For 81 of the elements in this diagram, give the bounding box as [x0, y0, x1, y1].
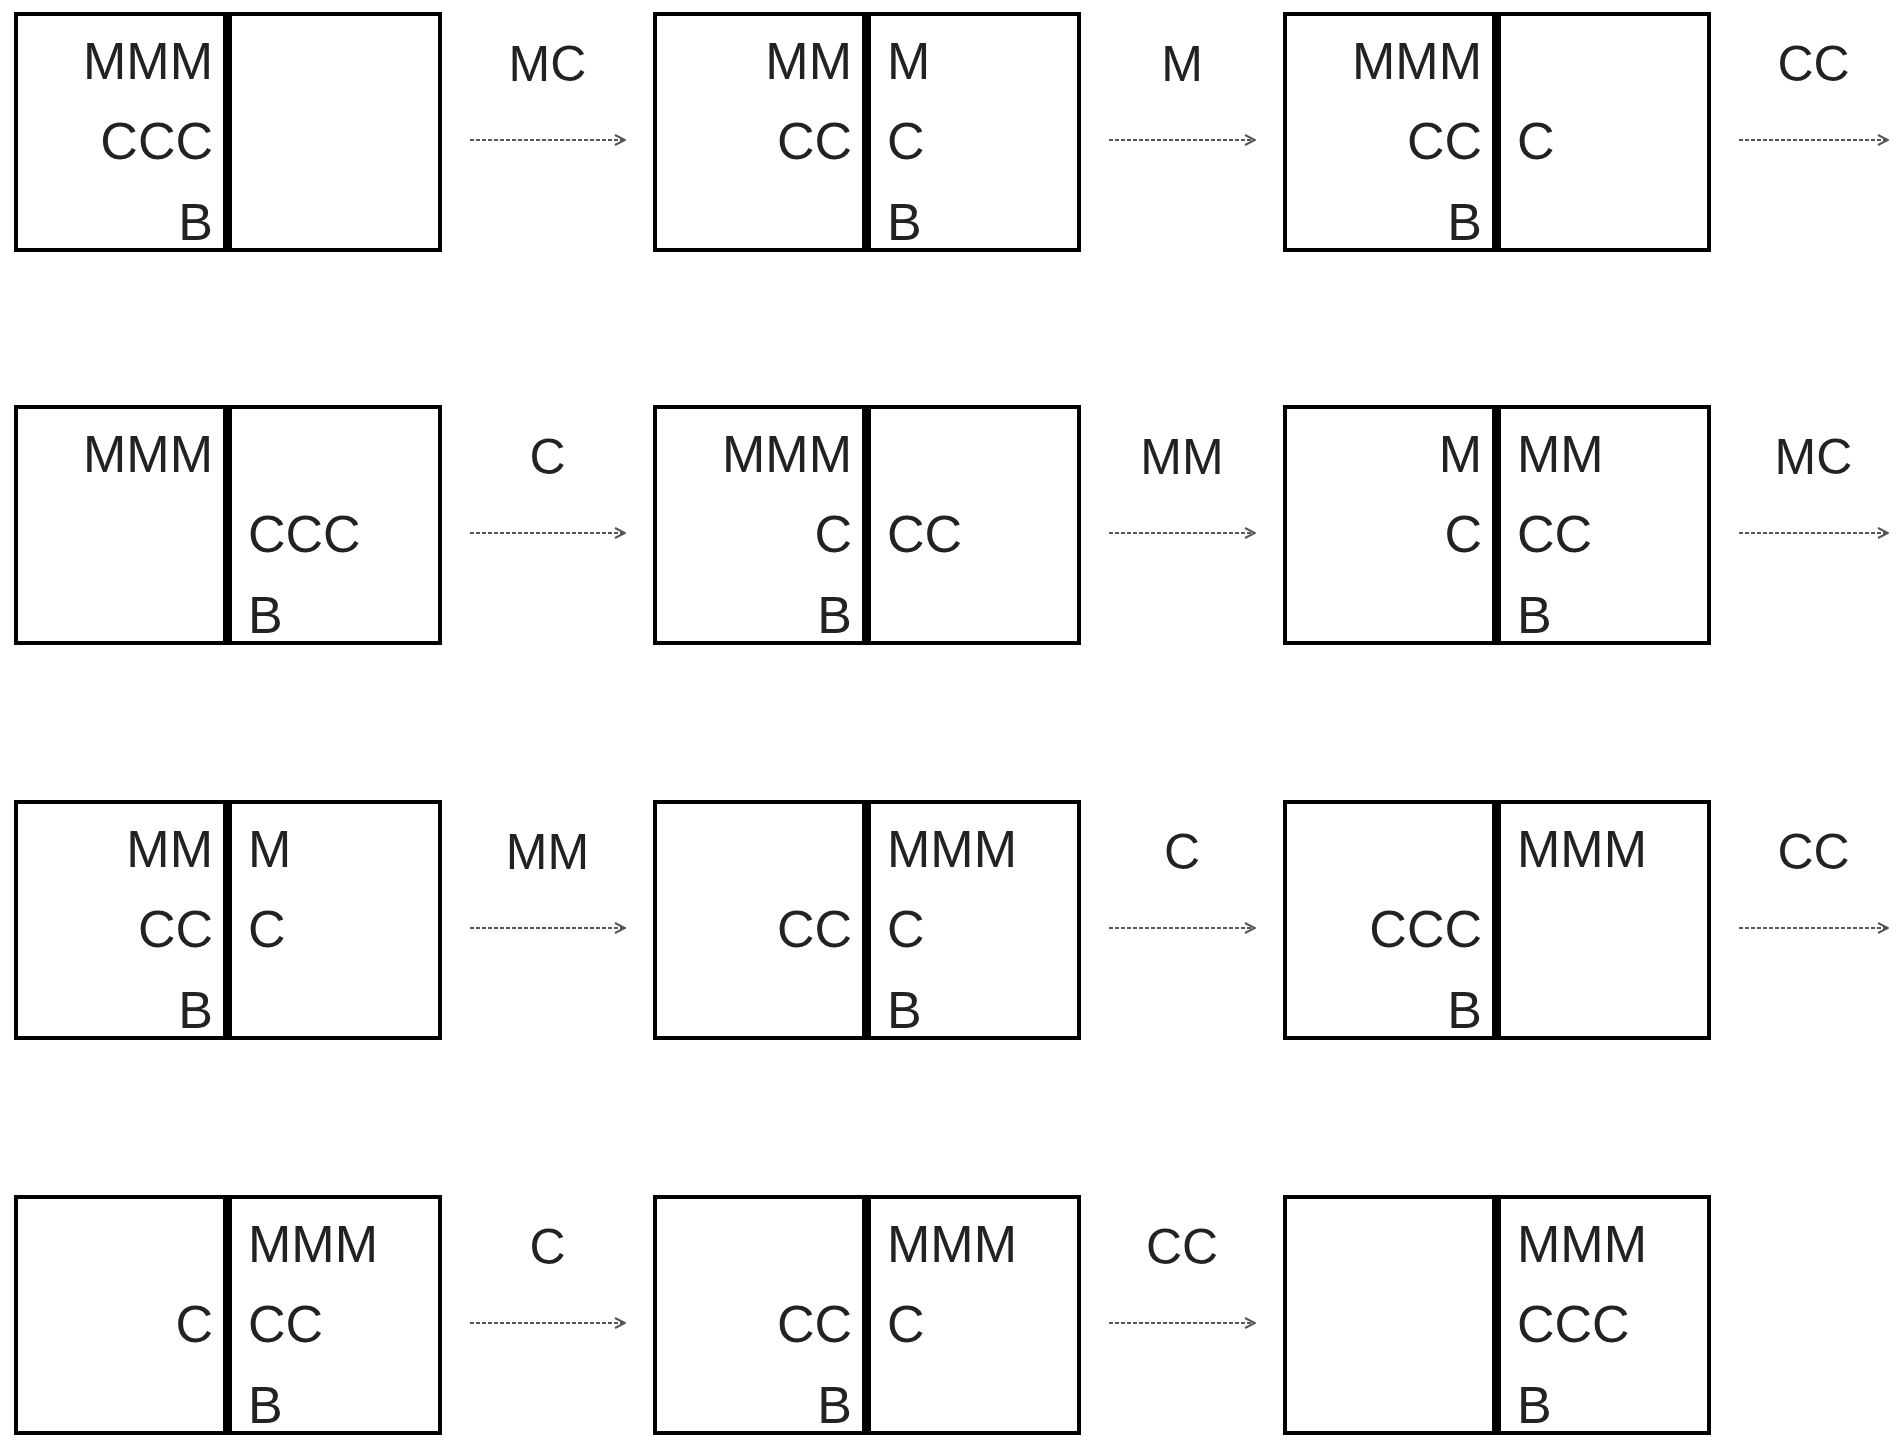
- state-box: [653, 800, 1081, 1040]
- bank-count: CC: [248, 1294, 324, 1354]
- bank-count: C: [1444, 504, 1482, 564]
- bank-count: C: [248, 899, 286, 959]
- bank-count: C: [887, 899, 925, 959]
- edge-label: M: [1161, 36, 1203, 92]
- bank-count: MM: [765, 31, 852, 91]
- arrow: [469, 527, 626, 539]
- arrow: [1108, 134, 1256, 146]
- bank-count: CCC: [248, 504, 361, 564]
- arrow: [1738, 134, 1889, 146]
- bank-count: C: [175, 1294, 213, 1354]
- bank-count: B: [817, 585, 852, 645]
- bank-count: MMM: [1517, 1214, 1647, 1274]
- bank-count: B: [178, 192, 213, 252]
- bank-count: B: [1517, 1375, 1552, 1435]
- bank-count: CC: [776, 111, 852, 171]
- bank-count: MMM: [248, 1214, 378, 1274]
- bank-count: MMM: [83, 31, 213, 91]
- bank-count: MM: [1517, 424, 1604, 484]
- bank-count: MMM: [887, 819, 1017, 879]
- bank-count: B: [887, 192, 922, 252]
- arrow: [469, 1317, 626, 1329]
- state-box: [1283, 12, 1711, 252]
- bank-count: MM: [126, 819, 213, 879]
- bank-count: B: [178, 980, 213, 1040]
- state-box: [653, 405, 1081, 645]
- edge-label: CC: [1145, 1219, 1219, 1275]
- bank-count: CCC: [100, 111, 213, 171]
- bank-count: C: [1517, 111, 1555, 171]
- edge-label: MC: [1774, 429, 1853, 485]
- bank-count: B: [1447, 980, 1482, 1040]
- bank-count: M: [248, 819, 292, 879]
- bank-count: C: [887, 111, 925, 171]
- edge-label: C: [529, 1219, 566, 1275]
- bank-count: CC: [776, 899, 852, 959]
- arrow: [1108, 527, 1256, 539]
- state-box: [14, 800, 442, 1040]
- bank-count: MMM: [1517, 819, 1647, 879]
- arrow: [1108, 922, 1256, 934]
- arrow: [1108, 1317, 1256, 1329]
- edge-label: CC: [1777, 824, 1850, 880]
- edge-label: CC: [1777, 36, 1850, 92]
- bank-count: MMM: [887, 1214, 1017, 1274]
- state-box: [653, 12, 1081, 252]
- bank-count: B: [1447, 192, 1482, 252]
- edge-label: MC: [508, 36, 587, 92]
- bank-count: CCC: [1369, 899, 1482, 959]
- edge-label: MM: [505, 824, 590, 880]
- state-box: [653, 1195, 1081, 1435]
- bank-count: B: [1517, 585, 1552, 645]
- bank-count: B: [817, 1375, 852, 1435]
- bank-count: CC: [887, 504, 963, 564]
- arrow: [1738, 527, 1889, 539]
- bank-count: B: [248, 1375, 283, 1435]
- bank-count: C: [814, 504, 852, 564]
- bank-count: M: [1438, 424, 1482, 484]
- bank-count: M: [887, 31, 931, 91]
- bank-count: CC: [137, 899, 213, 959]
- arrow: [1738, 922, 1889, 934]
- bank-count: CC: [1406, 111, 1482, 171]
- state-box: [1283, 1195, 1711, 1435]
- edge-label: C: [1163, 824, 1201, 880]
- bank-count: MMM: [722, 424, 852, 484]
- state-box: [1283, 405, 1711, 645]
- state-box: [14, 405, 442, 645]
- arrow: [469, 134, 626, 146]
- bank-count: B: [887, 980, 922, 1040]
- bank-count: CC: [776, 1294, 852, 1354]
- bank-count: CCC: [1517, 1294, 1630, 1354]
- bank-count: MMM: [1352, 31, 1482, 91]
- bank-count: CC: [1517, 504, 1593, 564]
- bank-count: MMM: [83, 424, 213, 484]
- state-box: [1283, 800, 1711, 1040]
- arrow: [469, 922, 626, 934]
- edge-label: C: [529, 429, 566, 485]
- state-box: [14, 1195, 442, 1435]
- edge-label: MM: [1140, 429, 1224, 485]
- bank-count: C: [887, 1294, 925, 1354]
- state-box: [14, 12, 442, 252]
- bank-count: B: [248, 585, 283, 645]
